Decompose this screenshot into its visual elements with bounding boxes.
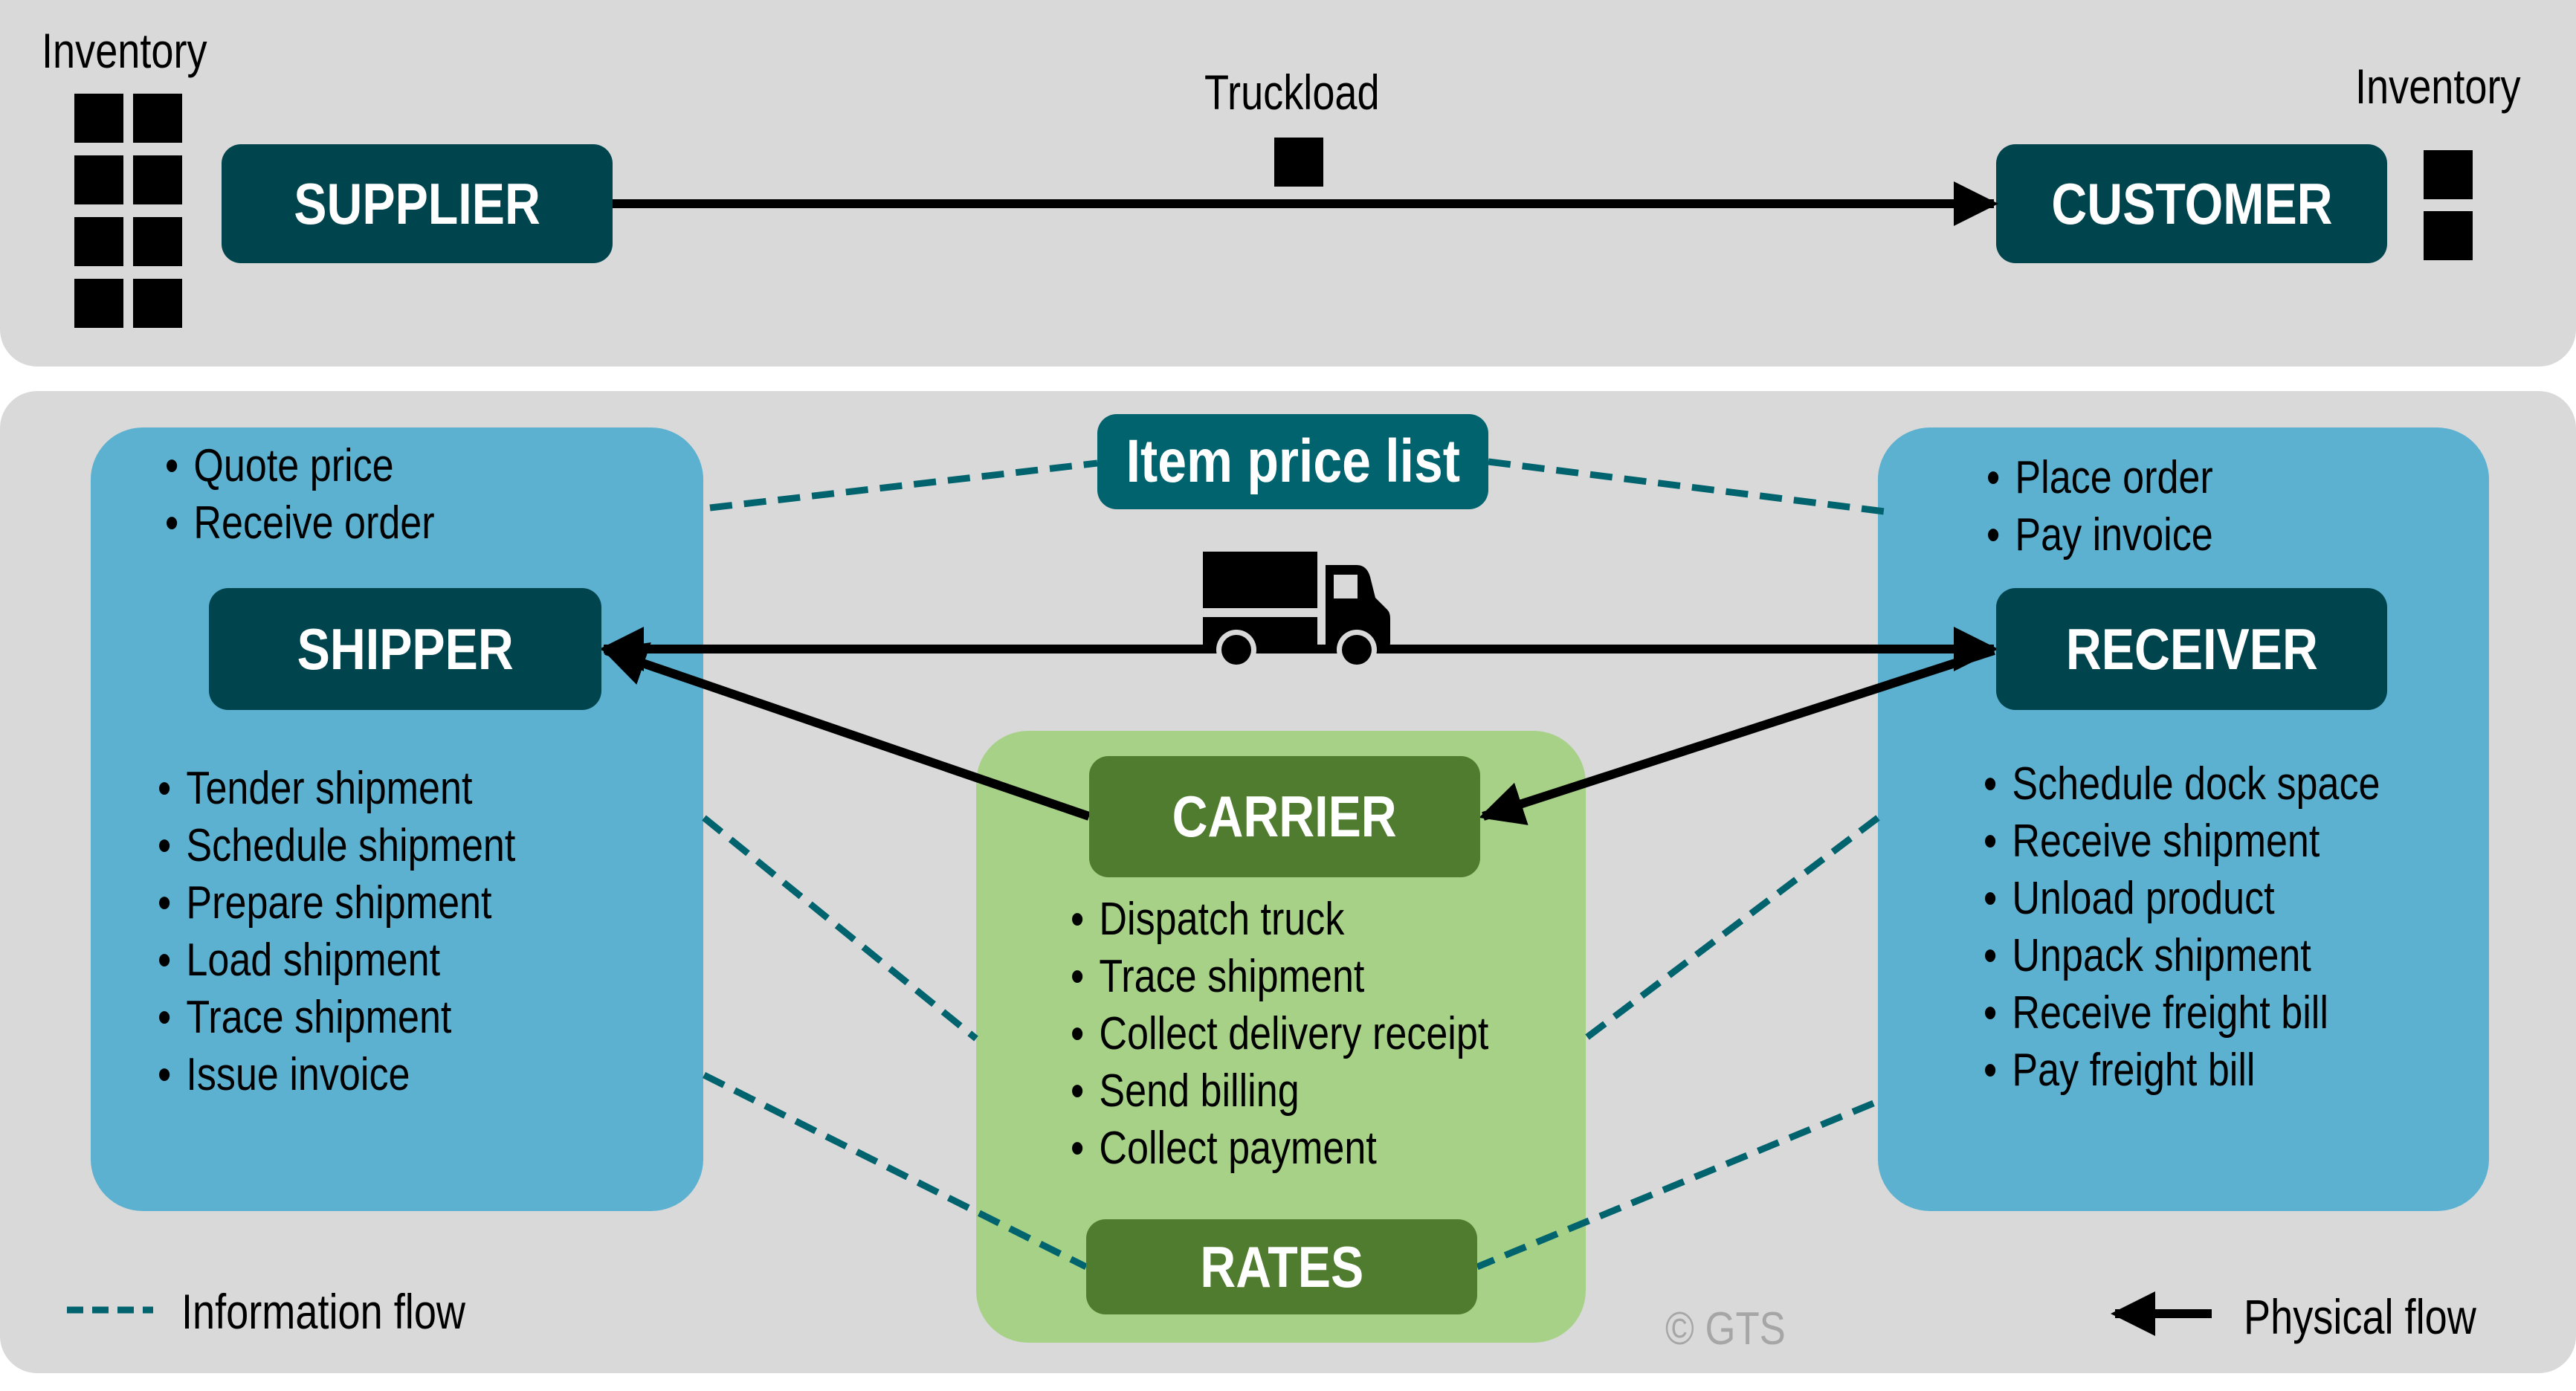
carrier-tasks: Dispatch truck Trace shipment Collect de… <box>1071 891 1568 1177</box>
task-item: Receive freight bill <box>1983 984 2380 1042</box>
customer-node: CUSTOMER <box>1996 144 2387 263</box>
legend-physical-flow-label: Physical flow <box>2244 1289 2476 1344</box>
carrier-to-shipper-arrow <box>601 642 1091 821</box>
supplier-inventory-label: Inventory <box>42 23 207 78</box>
carrier-node: CARRIER <box>1089 756 1480 877</box>
task-item: Send billing <box>1071 1062 1488 1120</box>
task-item: Schedule shipment <box>158 817 515 874</box>
task-item: Dispatch truck <box>1071 891 1488 948</box>
task-item: Issue invoice <box>158 1046 515 1103</box>
task-item: Collect payment <box>1071 1120 1488 1177</box>
truckload-unit-icon <box>1274 138 1323 187</box>
shipper-node: SHIPPER <box>209 588 601 710</box>
supplier-inventory-icon <box>74 94 186 330</box>
task-item: Tender shipment <box>158 760 515 817</box>
shipper-top-tasks: Quote price Receive order <box>165 437 486 552</box>
truck-icon <box>1203 552 1390 670</box>
task-item: Prepare shipment <box>158 874 515 932</box>
info-flow-shipper-pricelist <box>709 459 1098 511</box>
info-flow-shipper-rates <box>702 1071 1088 1271</box>
task-item: Unpack shipment <box>1983 927 2380 984</box>
receiver-to-carrier-arrow <box>1479 646 1995 825</box>
info-flow-receiver-rates <box>1476 1100 1875 1271</box>
task-item: Pay freight bill <box>1983 1042 2380 1099</box>
task-item: Unload product <box>1983 870 2380 927</box>
item-price-list-node: Item price list <box>1097 414 1488 509</box>
task-item: Collect delivery receipt <box>1071 1005 1488 1062</box>
info-flow-pricelist-receiver <box>1488 458 1885 515</box>
rates-node: RATES <box>1086 1219 1477 1314</box>
task-item: Quote price <box>165 437 435 494</box>
task-item: Place order <box>1986 449 2212 506</box>
legend-information-flow-label: Information flow <box>181 1284 466 1339</box>
task-item: Receive order <box>165 494 434 552</box>
shipper-bottom-tasks: Tender shipment Schedule shipment Prepar… <box>158 760 584 1103</box>
task-item: Receive shipment <box>1983 813 2380 870</box>
info-flow-receiver-carrier <box>1585 815 1880 1040</box>
task-item: Trace shipment <box>1071 948 1488 1005</box>
customer-inventory-icon <box>2424 150 2473 262</box>
task-item: Trace shipment <box>158 989 515 1046</box>
supplier-node: SUPPLIER <box>222 144 613 263</box>
receiver-node: RECEIVER <box>1996 588 2387 710</box>
task-item: Load shipment <box>158 932 515 989</box>
receiver-bottom-tasks: Schedule dock space Receive shipment Unl… <box>1983 755 2456 1099</box>
info-flow-shipper-carrier <box>702 815 978 1042</box>
truckload-label: Truckload <box>1204 65 1380 120</box>
customer-inventory-label: Inventory <box>2355 59 2521 114</box>
copyright-text: © GTS <box>1665 1303 1786 1355</box>
task-item: Schedule dock space <box>1983 755 2380 813</box>
task-item: Pay invoice <box>1986 506 2212 564</box>
receiver-top-tasks: Place order Pay invoice <box>1986 449 2256 564</box>
